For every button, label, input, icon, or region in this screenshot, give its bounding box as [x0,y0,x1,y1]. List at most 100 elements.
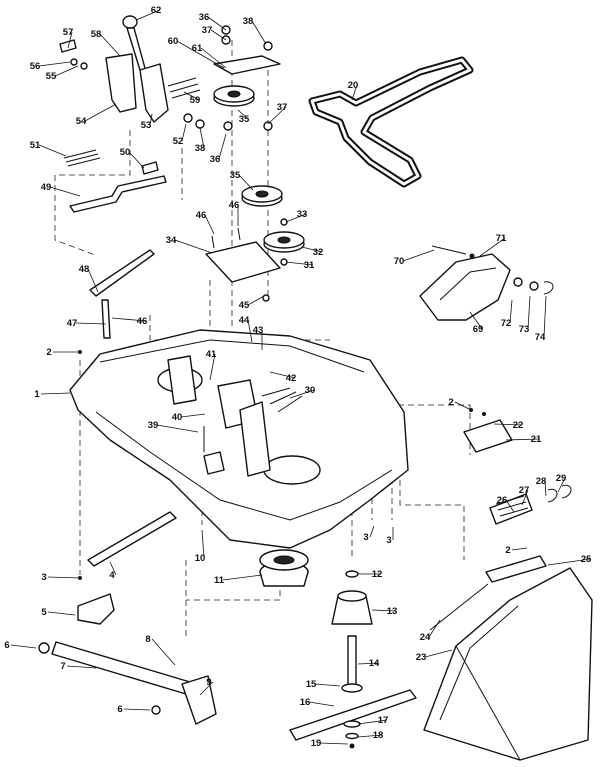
callout-leader-c35a [237,109,249,120]
callout-c6b: 6 [117,704,122,715]
callout-c21: 21 [531,434,542,445]
bolt-6-right [151,705,161,715]
bracket-21 [463,408,513,453]
callout-leader-c47 [75,322,107,325]
bolts-46 [211,227,241,249]
callout-leader-c2c [511,547,528,551]
callout-c24: 24 [420,632,431,643]
callout-leader-c36a [207,16,227,31]
discharge-chute-23 [423,567,593,761]
callout-leader-c31 [285,261,314,266]
callout-c44: 44 [239,315,250,326]
callout-c4: 4 [109,570,115,581]
adapter-15 [341,683,363,693]
washer-17 [343,720,361,728]
callout-c46b: 46 [196,210,207,221]
callout-leader-c21 [505,438,541,441]
callout-leader-c7 [66,665,97,669]
callout-c49: 49 [41,182,52,193]
callout-c3c: 3 [386,535,391,546]
spindle-cup-11 [259,549,309,587]
callout-leader-c1 [40,392,71,395]
callout-leader-c29 [557,477,566,493]
callout-leader-c4 [109,561,117,576]
callout-c20: 20 [348,80,359,91]
callout-leader-c9 [199,681,214,696]
lift-lever-assembly [59,15,205,129]
callout-leader-c19 [319,742,349,745]
callout-leader-c53 [149,113,153,126]
idler-arm-60 [213,55,281,75]
bolt-45 [262,294,270,302]
callout-leader-c61 [200,47,227,69]
callout-leader-c14 [357,662,379,665]
bracket-39 [203,451,225,475]
nut-12 [345,570,359,578]
callout-c2a: 2 [46,347,51,358]
callout-c54: 54 [76,116,87,127]
callout-leader-c41 [209,353,216,381]
callout-c14: 14 [369,658,380,669]
callout-c70: 70 [394,256,405,267]
washer-73 [529,281,539,291]
callout-c11: 11 [214,575,225,586]
drive-belt [308,56,474,188]
callout-c22: 22 [513,420,524,431]
callout-leader-c28 [544,480,547,497]
callout-leader-c54 [84,103,117,122]
callout-leader-c24 [428,619,441,638]
callout-c45: 45 [239,300,250,311]
callout-leader-c11 [222,574,263,581]
callout-c2c: 2 [505,545,510,556]
idler-pulley-stack [205,25,305,373]
callout-leader-c73 [527,295,531,330]
callout-leader-c27 [521,489,529,506]
callout-c58: 58 [91,29,102,40]
spindle-housing-right [263,455,321,485]
callout-c43: 43 [253,325,264,336]
callout-c2b: 2 [448,397,453,408]
callout-c37a: 37 [202,25,213,36]
callout-leader-c10 [201,529,205,559]
spring-51 [63,149,101,167]
hanger-arm-7 [51,641,191,695]
callout-leader-c74 [543,295,547,338]
callout-c41: 41 [206,349,217,360]
callout-c38b: 38 [195,143,206,154]
callout-c34: 34 [166,235,177,246]
callout-leader-c46c [111,317,147,322]
link-47 [101,299,111,339]
callout-c37b: 37 [277,102,288,113]
callout-c23: 23 [416,652,427,663]
spindle-assembly [289,570,417,749]
blade-16 [289,689,417,741]
washer-18 [345,732,359,740]
callout-leader-c17 [357,719,388,725]
callout-leader-c30 [289,389,315,399]
callout-leader-c22 [493,423,523,426]
callout-c29: 29 [556,473,567,484]
callout-leader-c60 [176,40,225,69]
callout-leader-c42 [269,371,296,379]
callout-leader-c6b [123,708,151,711]
callout-leader-c20 [351,84,358,101]
linkage-left [63,149,167,339]
callout-leader-c36b [218,133,227,160]
washer-72 [513,277,523,287]
hanger-bracket-5 [77,593,115,625]
callout-c73: 73 [519,324,530,335]
callout-leader-c15 [314,683,341,687]
callout-c17: 17 [378,715,389,726]
callout-c42: 42 [286,373,297,384]
belt-cover-69 [419,245,554,321]
callout-leader-c62 [135,9,161,21]
callout-leader-c45 [247,295,265,306]
callout-c62: 62 [151,5,162,16]
callout-leader-c18 [357,734,383,738]
nut-38 [195,119,205,129]
callout-leader-c34 [174,239,213,254]
callout-leader-c50 [128,151,145,169]
callout-c26: 26 [497,495,508,506]
washer-37-lower [263,121,273,131]
callout-c32: 32 [313,247,324,258]
